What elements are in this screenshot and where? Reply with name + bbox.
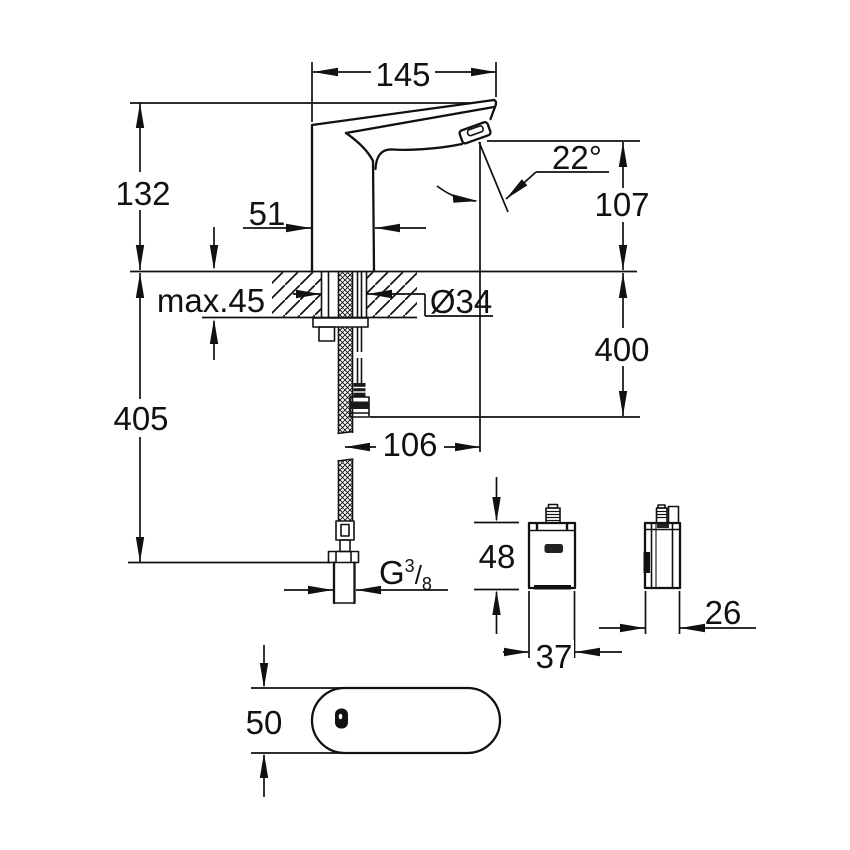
supply-hose xyxy=(337,327,354,521)
plug-neck xyxy=(353,383,366,397)
dim-145-label: 145 xyxy=(375,56,430,93)
dim-hole-diameter: Ø34 xyxy=(293,283,493,320)
dim-107-label: 107 xyxy=(594,186,649,223)
dim-26-label: 26 xyxy=(705,594,742,631)
mounting-shank xyxy=(312,272,369,342)
spray-angle-reference xyxy=(436,141,509,452)
dim-51-label: 51 xyxy=(249,195,286,232)
dim-spout-height: 132 xyxy=(114,102,470,270)
dim-box-height: 48 xyxy=(474,477,519,634)
dim-37-label: 37 xyxy=(536,638,573,675)
faucet-head-cap xyxy=(489,98,498,121)
thread-fitting xyxy=(327,520,360,605)
dim-deck-thickness: max.45 xyxy=(157,227,265,360)
faucet-front-top-edge xyxy=(344,105,496,135)
box-side-tab xyxy=(667,505,680,524)
outlet-body xyxy=(458,121,492,145)
threaded-rod xyxy=(338,272,353,318)
dim-base-width: 50 xyxy=(246,645,343,797)
faucet-side-view xyxy=(310,98,498,273)
box-side-connector xyxy=(655,507,668,524)
dim-thread-size: G3/8 xyxy=(284,554,448,595)
outlet-slot xyxy=(466,125,484,137)
faucet-underside xyxy=(374,142,464,171)
dim-22deg-label: 22° xyxy=(552,139,602,176)
dim-cable-length: 400 xyxy=(370,273,650,418)
dim-hose-offset: 106 xyxy=(345,426,480,463)
dim-thread-label: G3/8 xyxy=(379,554,432,594)
dim-outlet-height: 107 xyxy=(487,140,651,270)
fitting-nut xyxy=(327,550,360,564)
dim-spout-reach: 145 xyxy=(311,56,497,122)
dim-body-depth: 51 xyxy=(243,195,426,233)
dim-106-label: 106 xyxy=(382,426,437,463)
base-outline xyxy=(310,686,502,755)
dim-405-label: 405 xyxy=(113,400,168,437)
grohe-logo-badge xyxy=(544,544,563,553)
dim-spray-angle: 22° xyxy=(505,139,609,200)
dim-max45-label: max.45 xyxy=(157,282,265,319)
sensor-cable-plug xyxy=(349,327,370,418)
faucet-back-edge xyxy=(310,98,496,273)
dim-dia34-label: Ø34 xyxy=(430,283,492,320)
control-box-side-view xyxy=(643,504,682,590)
mounting-nut xyxy=(318,326,336,342)
faucet-front-edge xyxy=(344,131,376,273)
dim-132-label: 132 xyxy=(115,175,170,212)
angled-spray-line xyxy=(478,141,509,213)
box-side-clip xyxy=(643,552,650,573)
mounting-flange xyxy=(312,317,369,328)
dim-hose-length: 405 xyxy=(111,273,330,564)
faucet-top-view xyxy=(310,686,502,755)
control-box-front-view xyxy=(527,503,577,590)
dim-400-label: 400 xyxy=(594,331,649,368)
spout-outlet xyxy=(458,121,492,145)
dim-48-label: 48 xyxy=(479,538,516,575)
dim-box-width: 37 xyxy=(503,591,622,675)
hose-break-top xyxy=(337,430,354,435)
dim-box-depth: 26 xyxy=(599,591,756,634)
dim-50-label: 50 xyxy=(246,704,283,741)
hose-break-bottom xyxy=(337,458,354,462)
box-foot xyxy=(534,585,571,590)
